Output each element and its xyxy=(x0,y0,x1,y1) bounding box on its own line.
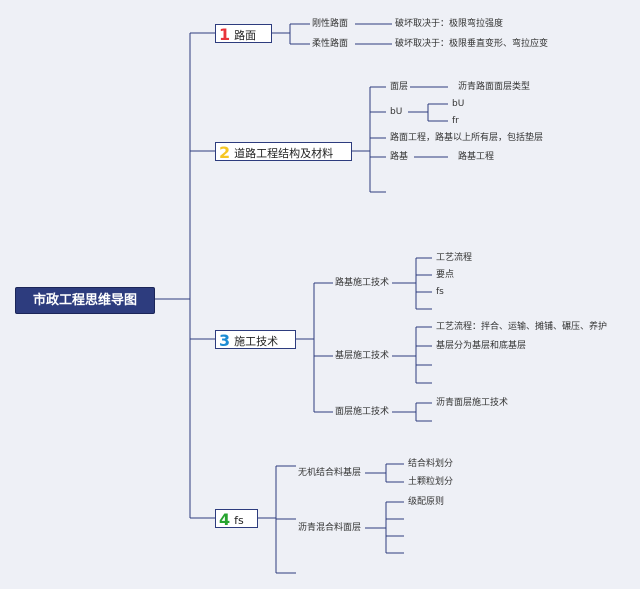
b3-s2-item-1: 工艺流程：拌合、运输、摊铺、碾压、养护 xyxy=(436,322,608,332)
b3-s2-item-2: 基层分为基层和底基层 xyxy=(436,341,527,351)
b2-item-subgrade: 路基 xyxy=(390,152,409,162)
b2-item-bu-child: bU xyxy=(452,99,465,109)
b3-s1-item-2: 要点 xyxy=(436,270,455,280)
b3-sub-surface: 面层施工技术 xyxy=(335,407,390,417)
branch-3-number: 3 xyxy=(219,331,231,350)
root-node[interactable]: 市政工程思维导图 xyxy=(15,287,155,314)
b2-item-pavement-works: 路面工程，路基以上所有层，包括垫层 xyxy=(390,133,544,143)
b3-s3-item-1: 沥青面层施工技术 xyxy=(436,398,509,408)
branch-3-label: 施工技术 xyxy=(234,335,279,348)
b1-item-1-detail: 破坏取决于：极限弯拉强度 xyxy=(395,19,504,29)
b2-item-subgrade-works: 路基工程 xyxy=(458,152,495,162)
branch-4-label: fs xyxy=(234,514,244,527)
branch-1-number: 1 xyxy=(219,25,231,44)
b2-item-surface: 面层 xyxy=(390,82,409,92)
b2-item-bu: bU xyxy=(390,107,403,117)
b2-item-fr: fr xyxy=(452,116,459,126)
b3-s1-item-1: 工艺流程 xyxy=(436,253,473,263)
b4-sub-inorganic-base: 无机结合料基层 xyxy=(298,468,362,478)
b3-s1-item-3: fs xyxy=(436,287,444,297)
b2-item-asphalt-types: 沥青路面面层类型 xyxy=(458,82,531,92)
b1-item-1: 刚性路面 xyxy=(312,19,349,29)
b3-sub-base: 基层施工技术 xyxy=(335,351,390,361)
b4-sub-asphalt-surface: 沥青混合料面层 xyxy=(298,523,362,533)
b4-s2-item-1: 级配原则 xyxy=(408,497,445,507)
branch-4-number: 4 xyxy=(219,510,231,529)
b3-sub-subgrade: 路基施工技术 xyxy=(335,278,390,288)
branch-2-label: 道路工程结构及材料 xyxy=(234,147,334,160)
branch-2-number: 2 xyxy=(219,143,231,162)
branch-1-label: 路面 xyxy=(234,29,257,42)
b1-item-2: 柔性路面 xyxy=(312,39,349,49)
b1-item-2-detail: 破坏取决于：极限垂直变形、弯拉应变 xyxy=(395,39,549,49)
b4-s1-item-2: 土颗粒划分 xyxy=(408,477,454,487)
b4-s1-item-1: 结合料划分 xyxy=(408,459,454,469)
